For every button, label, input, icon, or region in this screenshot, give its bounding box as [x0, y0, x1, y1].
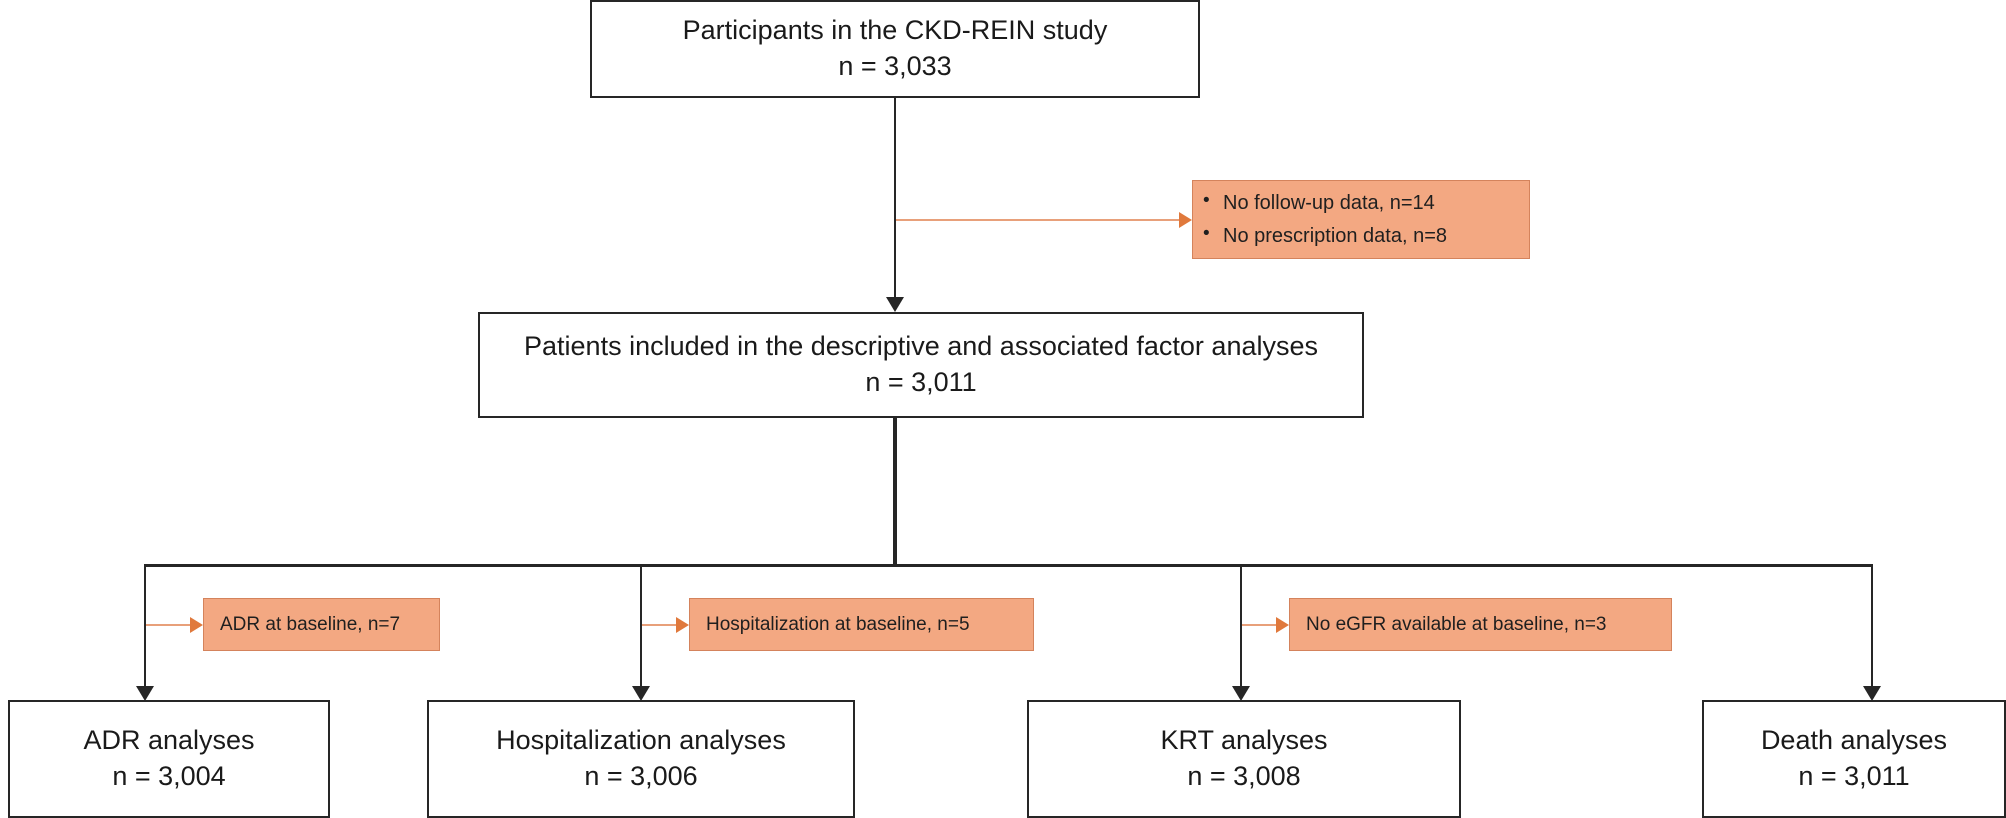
- arrowhead-included: [886, 297, 904, 312]
- node-death-count: n = 3,011: [1798, 761, 1910, 791]
- node-adr-title: ADR analyses: [83, 725, 255, 756]
- connector-distributor-bar: [144, 564, 1873, 567]
- exclusion-top-item-0: No follow-up data, n=14: [1203, 186, 1529, 219]
- node-enrollment-count: n = 3,033: [838, 51, 952, 81]
- exclusion-box-adr: ADR at baseline, n=7: [203, 598, 440, 651]
- arrowhead-krt: [1232, 686, 1250, 701]
- connector-branch-krt: [1240, 564, 1242, 686]
- node-adr: ADR analyses n = 3,004: [8, 700, 330, 818]
- exclusion-hospitalization-text: Hospitalization at baseline, n=5: [706, 613, 970, 635]
- exclusion-box-top: No follow-up data, n=14 No prescription …: [1192, 180, 1530, 259]
- exclusion-top-list: No follow-up data, n=14 No prescription …: [1193, 186, 1529, 252]
- connector-branch-death: [1871, 564, 1873, 686]
- arrowhead-top-exclusion: [1179, 212, 1192, 228]
- arrowhead-exclusion-hospitalization: [676, 617, 689, 633]
- connector-exclusion-hospitalization: [642, 624, 678, 626]
- exclusion-box-krt: No eGFR available at baseline, n=3: [1289, 598, 1672, 651]
- connector-exclusion-adr: [146, 624, 192, 626]
- node-enrollment-title: Participants in the CKD-REIN study: [682, 15, 1108, 46]
- node-included: Patients included in the descriptive and…: [478, 312, 1364, 418]
- node-enrollment: Participants in the CKD-REIN study n = 3…: [590, 0, 1200, 98]
- arrowhead-death: [1863, 686, 1881, 701]
- node-krt-title: KRT analyses: [1160, 725, 1328, 756]
- arrowhead-adr: [136, 686, 154, 701]
- node-death: Death analyses n = 3,011: [1702, 700, 2006, 818]
- connector-included-trunk: [893, 418, 897, 567]
- exclusion-krt-text: No eGFR available at baseline, n=3: [1306, 613, 1607, 635]
- node-included-count: n = 3,011: [865, 367, 977, 397]
- exclusion-adr-text: ADR at baseline, n=7: [220, 613, 401, 635]
- connector-exclusion-krt: [1242, 624, 1278, 626]
- connector-branch-hospitalization: [640, 564, 642, 686]
- exclusion-box-hospitalization: Hospitalization at baseline, n=5: [689, 598, 1034, 651]
- connector-top-exclusion: [896, 219, 1180, 221]
- connector-enrollment-to-included: [894, 98, 896, 297]
- node-hospitalization: Hospitalization analyses n = 3,006: [427, 700, 855, 818]
- node-hospitalization-count: n = 3,006: [584, 761, 698, 791]
- node-death-title: Death analyses: [1760, 725, 1948, 756]
- node-krt-count: n = 3,008: [1187, 761, 1301, 791]
- arrowhead-hospitalization: [632, 686, 650, 701]
- node-included-title: Patients included in the descriptive and…: [524, 331, 1318, 362]
- node-hospitalization-title: Hospitalization analyses: [496, 725, 786, 756]
- node-krt: KRT analyses n = 3,008: [1027, 700, 1461, 818]
- arrowhead-exclusion-krt: [1276, 617, 1289, 633]
- node-adr-count: n = 3,004: [112, 761, 226, 791]
- arrowhead-exclusion-adr: [190, 617, 203, 633]
- exclusion-top-item-1: No prescription data, n=8: [1203, 218, 1529, 252]
- connector-branch-adr: [144, 564, 146, 686]
